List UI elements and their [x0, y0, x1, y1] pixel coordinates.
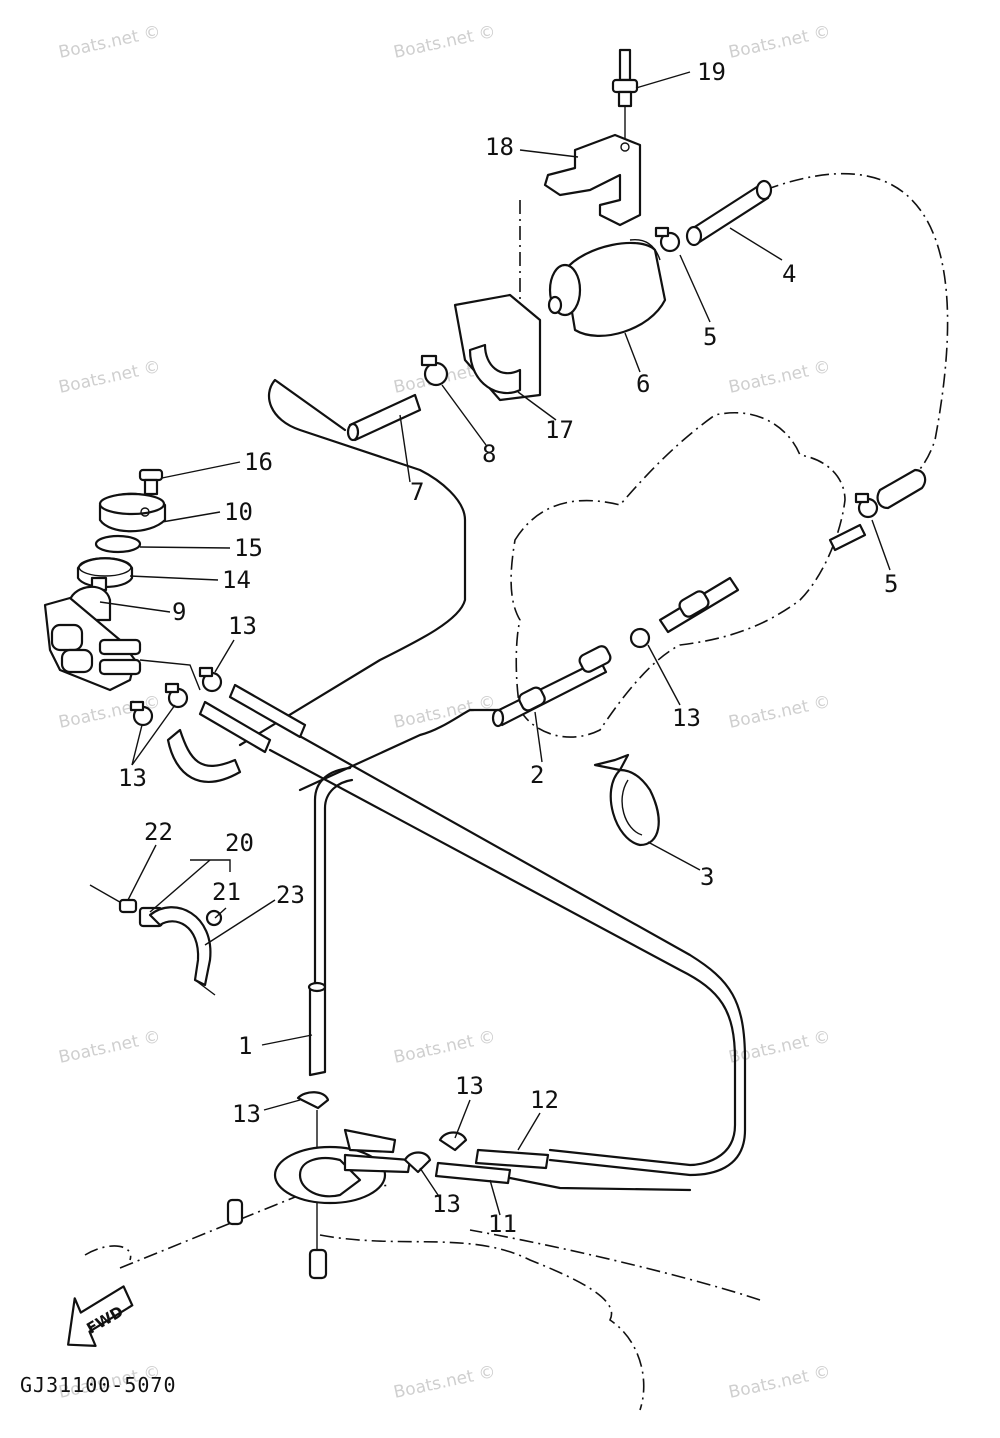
watermark: Boats.net © [727, 357, 833, 398]
clamp-8 [420, 354, 449, 387]
callout-label: 15 [234, 534, 263, 562]
callout-label: 3 [700, 863, 714, 891]
callout-label: 13 [672, 704, 701, 732]
clamp-13 [129, 700, 154, 727]
callout-label: 13 [118, 764, 147, 792]
pin-19 [611, 48, 639, 145]
hoses [238, 378, 747, 1192]
callout-label: 22 [144, 818, 173, 846]
cap-10 [98, 492, 167, 533]
callout-label: 13 [432, 1190, 461, 1218]
watermark: Boats.net © [57, 1027, 163, 1068]
watermark: Boats.net © [392, 1362, 498, 1403]
hose-12 [474, 1148, 550, 1170]
valve-9 [43, 576, 201, 692]
hose-1 [307, 981, 327, 1077]
drawing-code: GJ31100-5070 [20, 1373, 177, 1397]
strap-3 [593, 753, 660, 847]
callout-label: 13 [232, 1100, 261, 1128]
hose-4 [685, 179, 773, 247]
callout-label: 10 [224, 498, 253, 526]
clamp-5-right [854, 492, 879, 519]
fitting-2 [491, 645, 612, 728]
callout-label: 20 [225, 829, 254, 857]
watermark: Boats.net © [727, 1362, 833, 1403]
hose-end-5 [876, 468, 927, 510]
fuel-filter-6 [547, 238, 667, 337]
watermark: Boats.net © [57, 22, 163, 63]
clamp-13-a [438, 1131, 468, 1152]
callout-label: 13 [455, 1072, 484, 1100]
fwd-arrow: FWD [67, 1285, 134, 1347]
callout-label: 5 [884, 570, 898, 598]
tank-stub [226, 1198, 244, 1226]
clamp-13-lower [296, 1091, 330, 1110]
hose-11 [434, 1161, 512, 1185]
callout-label: 16 [244, 448, 273, 476]
band-assembly [89, 884, 223, 996]
callout-label: 12 [530, 1086, 559, 1114]
callout-label: 8 [482, 440, 496, 468]
watermark: Boats.net © [392, 22, 498, 63]
callout-label: 4 [782, 260, 796, 288]
short-hoses [166, 683, 307, 783]
callout-labels: 19 18 4 5 6 17 8 7 16 10 15 14 9 13 13 1… [118, 58, 898, 1238]
watermark: Boats.net © [57, 357, 163, 398]
washer-15 [94, 534, 142, 554]
callout-label: 6 [636, 370, 650, 398]
callout-label: 7 [410, 478, 424, 506]
vent-end [308, 1248, 328, 1280]
clamp-13 [164, 682, 189, 709]
callout-label: 5 [703, 323, 717, 351]
engine-outline [510, 412, 846, 738]
tank-outline [84, 1234, 645, 1411]
watermark: Boats.net © [392, 1027, 498, 1068]
watermark: Boats.net © [727, 692, 833, 733]
clamp-5-top [654, 226, 681, 253]
callout-label: 19 [697, 58, 726, 86]
callout-label: 14 [222, 566, 251, 594]
bracket-18 [543, 133, 642, 227]
callout-label: 2 [530, 761, 544, 789]
bolt-16 [138, 468, 164, 496]
watermark: Boats.net © [392, 692, 498, 733]
tank-fitting [273, 1128, 412, 1205]
clamp-13-b [403, 1151, 432, 1174]
callout-label: 13 [228, 612, 257, 640]
callout-label: 18 [485, 133, 514, 161]
engine-fittings [629, 523, 867, 649]
hose-7 [346, 393, 422, 442]
callout-label: 17 [545, 416, 574, 444]
callout-label: 23 [276, 881, 305, 909]
filter-holder-17 [453, 293, 542, 402]
callout-label: 1 [238, 1032, 252, 1060]
leader-lines [99, 71, 891, 1216]
clamp-13 [198, 666, 223, 693]
callout-label: 11 [488, 1210, 517, 1238]
bracket-hole [620, 142, 630, 152]
watermark: Boats.net © [727, 22, 833, 63]
callout-label: 21 [212, 878, 241, 906]
callout-label: 9 [172, 598, 186, 626]
